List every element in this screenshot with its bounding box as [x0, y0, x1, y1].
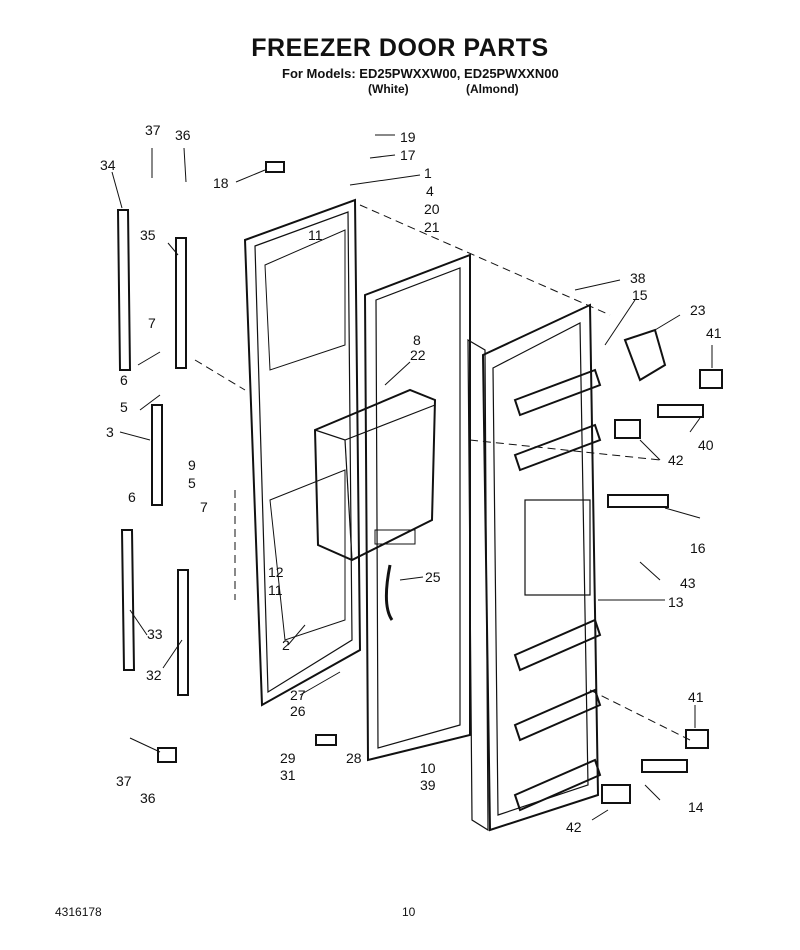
callout: 37	[145, 122, 161, 138]
part-42-lower	[601, 784, 631, 804]
callout: 4	[426, 183, 434, 199]
callout: 6	[128, 489, 136, 505]
strip-33	[120, 529, 136, 671]
part-23	[623, 328, 667, 382]
callout: 31	[280, 767, 296, 783]
strip-32	[177, 569, 189, 696]
callout: 37	[116, 773, 132, 789]
callout: 11	[308, 227, 323, 243]
callout: 1	[424, 165, 432, 181]
callout: 14	[688, 799, 704, 815]
door-gasket	[363, 253, 471, 762]
callout: 42	[668, 452, 684, 468]
callout-labels: 37 36 19 17 34 18 1 4 20 21 35 11 38 15 …	[100, 122, 722, 835]
callout: 33	[147, 626, 163, 642]
callout: 39	[420, 777, 436, 793]
door-inner-edge	[254, 211, 353, 694]
part-14	[641, 759, 688, 773]
callout: 2	[282, 637, 290, 653]
callout: 28	[346, 750, 362, 766]
part-42-upper	[614, 419, 641, 439]
part-40	[657, 404, 704, 418]
callout: 41	[706, 325, 722, 341]
callout: 3	[106, 424, 114, 440]
part-29	[315, 734, 337, 746]
callout: 23	[690, 302, 706, 318]
strip-3	[151, 404, 163, 506]
callout: 35	[140, 227, 156, 243]
part-18	[265, 161, 285, 173]
callout: 21	[424, 219, 440, 235]
callout: 34	[100, 157, 116, 173]
variant-white: (White)	[368, 82, 409, 96]
insulation-lower	[269, 469, 346, 641]
callout: 36	[175, 127, 191, 143]
callout: 26	[290, 703, 306, 719]
document-number: 4316178	[55, 905, 102, 919]
strip-34	[116, 209, 132, 371]
callout: 32	[146, 667, 162, 683]
dispenser-housing	[313, 388, 437, 562]
lower-shelf-1	[513, 618, 602, 672]
callout: 36	[140, 790, 156, 806]
callout: 11	[268, 582, 283, 598]
strip-35	[175, 237, 187, 369]
callout: 29	[280, 750, 296, 766]
callout: 5	[188, 475, 196, 491]
callout: 41	[688, 689, 704, 705]
door-liner	[481, 303, 600, 832]
upper-shelf-1	[513, 368, 602, 417]
page-number: 10	[402, 905, 416, 919]
callout: 9	[188, 457, 196, 473]
callout: 17	[400, 147, 416, 163]
page-title: FREEZER DOOR PARTS	[251, 34, 549, 62]
callout: 8	[413, 332, 421, 348]
insulation-upper	[264, 229, 346, 371]
variant-almond: (Almond)	[466, 82, 519, 96]
part-41-lower	[685, 729, 709, 749]
callout: 18	[213, 175, 229, 191]
callout: 15	[632, 287, 648, 303]
callout: 42	[566, 819, 582, 835]
callout: 20	[424, 201, 440, 217]
callout: 38	[630, 270, 646, 286]
callout: 27	[290, 687, 306, 703]
callout: 7	[200, 499, 208, 515]
door-outer-panel	[243, 198, 362, 707]
part-16	[607, 494, 669, 508]
callout: 10	[420, 760, 436, 776]
part-41-upper	[699, 369, 723, 389]
callout: 5	[120, 399, 128, 415]
callout: 25	[425, 569, 441, 585]
callout: 22	[410, 347, 426, 363]
callout: 16	[690, 540, 706, 556]
models-line: For Models: ED25PWXXW00, ED25PWXXN00	[282, 66, 559, 81]
callout: 6	[120, 372, 128, 388]
upper-shelf-2	[513, 423, 602, 472]
callout: 12	[268, 564, 284, 580]
callout: 19	[400, 129, 416, 145]
lower-shelf-2	[513, 688, 602, 742]
callout: 40	[698, 437, 714, 453]
callout: 13	[668, 594, 684, 610]
callout: 7	[148, 315, 156, 331]
part-36-lower	[157, 747, 177, 763]
callout: 43	[680, 575, 696, 591]
lower-shelf-3	[513, 758, 602, 812]
